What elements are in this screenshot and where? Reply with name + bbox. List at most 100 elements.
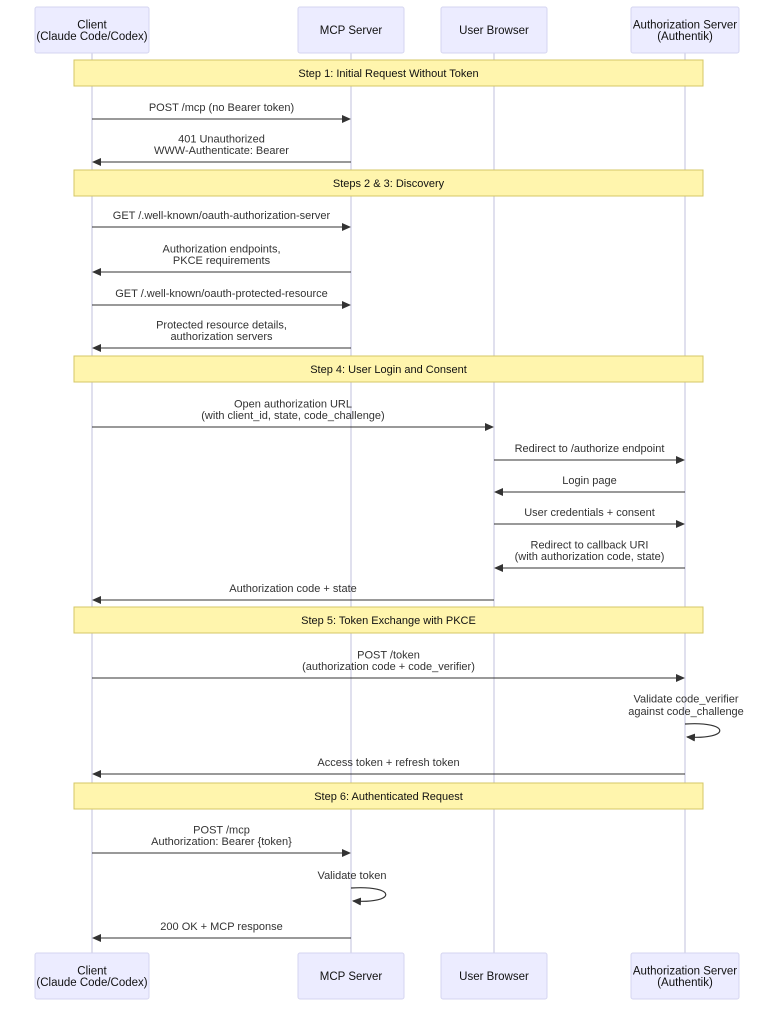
participant-label-line: User Browser bbox=[459, 25, 529, 37]
participant-label-line: Client bbox=[77, 19, 107, 31]
note-box bbox=[73, 606, 704, 634]
message-label: Access token + refresh token bbox=[317, 757, 459, 769]
message-label-line: Open authorization URL bbox=[234, 399, 352, 411]
message: Protected resource details,authorization… bbox=[92, 320, 351, 352]
message-label-line: Authorization: Bearer {token} bbox=[151, 836, 292, 848]
message-label: Open authorization URL(with client_id, s… bbox=[201, 399, 384, 423]
note-text: Step 5: Token Exchange with PKCE bbox=[301, 615, 476, 627]
participant-label-line: (Claude Code/Codex) bbox=[36, 31, 147, 43]
participant-label: Authorization Server(Authentik) bbox=[633, 965, 737, 989]
participant-label-line: Client bbox=[77, 965, 107, 977]
participant-label-line: (Authentik) bbox=[657, 31, 713, 43]
message-label: User credentials + consent bbox=[524, 507, 655, 519]
participant-label-line: MCP Server bbox=[320, 971, 383, 983]
participant-label: MCP Server bbox=[320, 971, 383, 983]
note-text: Step 4: User Login and Consent bbox=[310, 364, 467, 376]
participant-box bbox=[630, 6, 740, 54]
participant-label: User Browser bbox=[459, 971, 529, 983]
participant-auth-bottom: Authorization Server(Authentik) bbox=[630, 952, 740, 1000]
participants-top: Client(Claude Code/Codex) MCP Server User … bbox=[34, 6, 740, 54]
participant-label: Client(Claude Code/Codex) bbox=[36, 19, 147, 43]
message-label-line: GET /.well-known/oauth-authorization-ser… bbox=[113, 210, 331, 222]
message-label-line: Login page bbox=[562, 475, 616, 487]
note-text: Step 1: Initial Request Without Token bbox=[298, 68, 478, 80]
message-label-line: PKCE requirements bbox=[173, 255, 271, 267]
message-label-line: authorization servers bbox=[170, 331, 273, 343]
participant-box bbox=[440, 952, 548, 1000]
message: GET /.well-known/oauth-authorization-ser… bbox=[92, 210, 351, 231]
messages: POST /mcp (no Bearer token) 401 Unauthori… bbox=[92, 102, 744, 942]
message-label-line: Authorization code + state bbox=[229, 583, 357, 595]
note-box bbox=[73, 169, 704, 197]
message-label: Authorization code + state bbox=[229, 583, 357, 595]
message-label-line: POST /mcp bbox=[193, 825, 250, 837]
message-label-line: POST /mcp (no Bearer token) bbox=[149, 102, 294, 114]
self-message-arrow bbox=[350, 887, 387, 906]
message-label-line: Access token + refresh token bbox=[317, 757, 459, 769]
self-message: Validate token bbox=[318, 870, 387, 906]
message: 200 OK + MCP response bbox=[92, 921, 351, 942]
message: Authorization code + state bbox=[92, 583, 494, 604]
message-label-line: (authorization code + code_verifier) bbox=[302, 661, 475, 673]
message-label-line: POST /token bbox=[357, 650, 420, 662]
note-text: Steps 2 & 3: Discovery bbox=[333, 178, 445, 190]
note-box bbox=[73, 355, 704, 383]
message-label: GET /.well-known/oauth-authorization-ser… bbox=[113, 210, 331, 222]
message-label: Authorization endpoints,PKCE requirement… bbox=[162, 244, 280, 268]
message-label: GET /.well-known/oauth-protected-resourc… bbox=[115, 288, 328, 300]
participant-box bbox=[297, 952, 405, 1000]
note-box bbox=[73, 782, 704, 810]
note-text: Step 6: Authenticated Request bbox=[314, 791, 463, 803]
message: POST /token(authorization code + code_ve… bbox=[92, 650, 685, 682]
step-notes: Step 1: Initial Request Without TokenSte… bbox=[73, 59, 704, 810]
participant-label-line: MCP Server bbox=[320, 25, 383, 37]
message-label-line: WWW-Authenticate: Bearer bbox=[154, 145, 289, 157]
participant-browser-top: User Browser bbox=[440, 6, 548, 54]
message-label: Redirect to /authorize endpoint bbox=[515, 443, 665, 455]
message-label-line: User credentials + consent bbox=[524, 507, 655, 519]
message: Login page bbox=[494, 475, 685, 496]
participant-label-line: Authorization Server bbox=[633, 965, 737, 977]
self-message-arrow bbox=[684, 723, 721, 742]
participant-box bbox=[297, 6, 405, 54]
step-note: Step 5: Token Exchange with PKCE bbox=[73, 606, 704, 634]
message-label: Protected resource details,authorization… bbox=[156, 320, 287, 344]
message: Access token + refresh token bbox=[92, 757, 685, 778]
message: GET /.well-known/oauth-protected-resourc… bbox=[92, 288, 351, 309]
step-note: Step 4: User Login and Consent bbox=[73, 355, 704, 383]
message: Redirect to callback URI(with authorizat… bbox=[494, 540, 685, 572]
participant-label-line: Authorization Server bbox=[633, 19, 737, 31]
participant-auth-top: Authorization Server(Authentik) bbox=[630, 6, 740, 54]
participant-label: MCP Server bbox=[320, 25, 383, 37]
message-label-line: Authorization endpoints, bbox=[162, 244, 280, 256]
participant-label: Client(Claude Code/Codex) bbox=[36, 965, 147, 989]
step-note: Step 1: Initial Request Without Token bbox=[73, 59, 704, 87]
participant-mcp-bottom: MCP Server bbox=[297, 952, 405, 1000]
message: POST /mcp (no Bearer token) bbox=[92, 102, 351, 123]
message-label-line: Redirect to /authorize endpoint bbox=[515, 443, 665, 455]
participant-mcp-top: MCP Server bbox=[297, 6, 405, 54]
participant-box bbox=[34, 952, 150, 1000]
step-note: Steps 2 & 3: Discovery bbox=[73, 169, 704, 197]
self-message-label-line: Validate token bbox=[318, 870, 387, 882]
message: Open authorization URL(with client_id, s… bbox=[92, 399, 494, 431]
participant-label: Authorization Server(Authentik) bbox=[633, 19, 737, 43]
message-label: POST /mcp (no Bearer token) bbox=[149, 102, 294, 114]
message-label-line: 200 OK + MCP response bbox=[160, 921, 282, 933]
message: Redirect to /authorize endpoint bbox=[494, 443, 685, 464]
message-label: Redirect to callback URI(with authorizat… bbox=[515, 540, 665, 564]
participant-label-line: (Claude Code/Codex) bbox=[36, 977, 147, 989]
message-label-line: 401 Unauthorized bbox=[178, 134, 265, 146]
participant-box bbox=[440, 6, 548, 54]
participant-box bbox=[630, 952, 740, 1000]
step-note: Step 6: Authenticated Request bbox=[73, 782, 704, 810]
message-label-line: Protected resource details, bbox=[156, 320, 287, 332]
self-message-label-line: against code_challenge bbox=[628, 706, 744, 718]
message-label-line: (with client_id, state, code_challenge) bbox=[201, 410, 384, 422]
